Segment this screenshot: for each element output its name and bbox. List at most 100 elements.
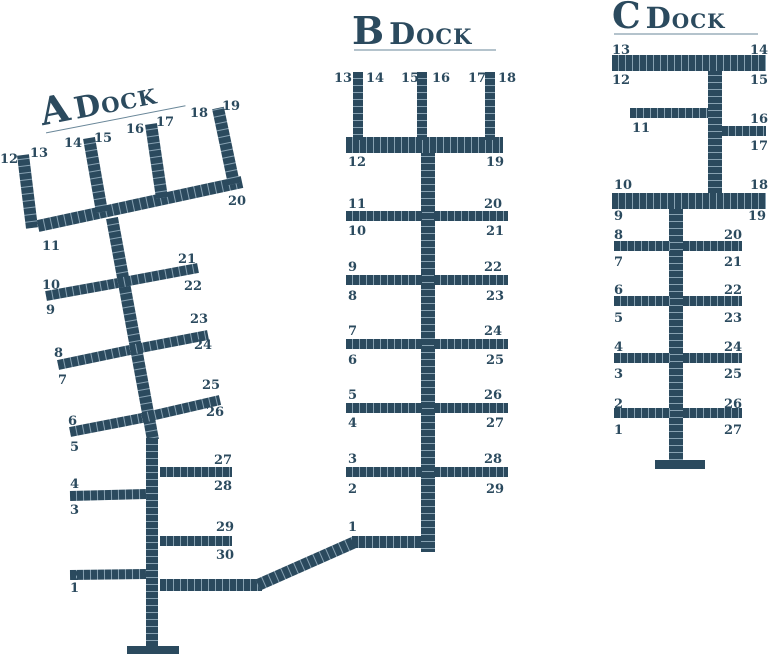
a-dock-finger	[69, 569, 147, 580]
a-dock-slip-label: 5	[70, 440, 79, 455]
c-dock-cross-walkway	[612, 193, 766, 209]
b-dock-slip-label: 16	[432, 71, 450, 86]
b-dock-slip-label: 4	[348, 416, 357, 431]
c-dock-finger	[614, 408, 670, 418]
a-dock-finger	[17, 154, 38, 229]
b-dock-slip-label: 27	[486, 416, 504, 431]
c-dock-finger	[683, 353, 742, 363]
c-dock-slip-label: 16	[750, 112, 768, 127]
a-dock-slip-label: 28	[214, 479, 232, 494]
a-dock-slip-label: 3	[70, 503, 79, 518]
b-dock-finger	[485, 72, 495, 140]
c-dock-slip-label: 26	[724, 397, 742, 412]
b-dock-slip-label: 17	[468, 71, 486, 86]
a-dock-main-walkway	[106, 216, 159, 442]
a-dock-finger	[212, 106, 240, 186]
a-dock-finger	[69, 489, 147, 501]
c-dock-slip-label: 12	[612, 73, 630, 88]
c-dock-slip-label: 4	[614, 340, 623, 355]
c-dock-slip-label: 19	[748, 209, 766, 224]
a-dock-slip-label: 21	[178, 252, 196, 267]
c-dock-slip-label: 5	[614, 311, 623, 326]
b-dock-slip-label: 2	[348, 482, 357, 497]
b-dock-slip-label: 18	[498, 71, 516, 86]
b-dock-slip-label: 7	[348, 324, 357, 339]
c-dock-slip-label: 17	[750, 139, 768, 154]
b-dock-slip-label: 20	[484, 197, 502, 212]
a-dock-finger	[160, 467, 232, 477]
b-dock-finger	[346, 211, 422, 221]
a-dock-main-walkway	[146, 438, 158, 648]
b-dock-slip-label: 3	[348, 452, 357, 467]
b-dock-finger	[434, 467, 508, 477]
a-dock-finger	[160, 536, 232, 546]
c-dock-upper-walkway	[708, 62, 722, 194]
c-dock-slip-label: 24	[724, 340, 742, 355]
b-dock-slip-label: 13	[334, 71, 352, 86]
b-dock-slip-label: 14	[366, 71, 384, 86]
c-dock-slip-label: 15	[750, 73, 768, 88]
b-dock-finger	[346, 403, 422, 413]
b-dock-finger	[353, 72, 363, 140]
c-dock-slip-label: 6	[614, 283, 623, 298]
b-dock-slip-label: 11	[348, 197, 366, 212]
a-dock-slip-label: 26	[206, 405, 224, 420]
c-dock-slip-label: 1	[614, 423, 623, 438]
b-dock-slip-label: 5	[348, 388, 357, 403]
b-dock-finger	[417, 72, 427, 140]
a-dock-finger	[129, 330, 209, 355]
c-dock-finger	[614, 241, 670, 251]
b-dock-connector-walkway	[255, 536, 358, 591]
a-dock-slip-label: 10	[42, 278, 60, 293]
b-dock-slip-label: 24	[484, 324, 502, 339]
b-dock-main-walkway	[421, 150, 435, 552]
c-dock-main-walkway	[669, 194, 683, 462]
c-dock-slip-label: 2	[614, 397, 623, 412]
c-dock-finger	[614, 296, 670, 306]
a-dock-slip-label: 24	[194, 338, 212, 353]
a-dock-slip-label: 14	[64, 136, 82, 151]
b-dock-finger	[434, 211, 508, 221]
a-dock-slip-label: 15	[94, 131, 112, 146]
a-dock-slip-label: 16	[126, 122, 144, 137]
a-dock-slip-label: 25	[202, 378, 220, 393]
c-dock-finger	[683, 241, 742, 251]
c-dock-slip-label: 21	[724, 255, 742, 270]
c-dock-slip-label: 9	[614, 209, 623, 224]
c-dock-finger	[683, 296, 742, 306]
b-dock-finger	[346, 339, 422, 349]
a-dock-slip-label: 9	[46, 303, 55, 318]
b-dock-slip-label: 21	[486, 224, 504, 239]
b-dock-slip-label: 29	[486, 482, 504, 497]
b-dock-slip-label: 25	[486, 353, 504, 368]
b-dock-finger	[434, 275, 508, 285]
a-dock-slip-label: 23	[190, 312, 208, 327]
b-dock-slip-label: 9	[348, 260, 357, 275]
c-dock-slip-label: 10	[614, 178, 632, 193]
a-dock-slip-label: 8	[54, 346, 63, 361]
a-dock-slip-label: 30	[216, 548, 234, 563]
b-dock-connector-walkway	[352, 536, 428, 548]
c-dock-base	[655, 460, 705, 469]
b-dock-slip-label: 15	[401, 71, 419, 86]
a-dock-slip-label: 1	[70, 581, 79, 596]
b-dock-slip-label: 22	[484, 260, 502, 275]
b-dock-slip-label: 8	[348, 289, 357, 304]
c-dock-finger	[630, 108, 708, 118]
c-dock-slip-label: 11	[632, 121, 650, 136]
a-dock-slip-label: 17	[156, 115, 174, 130]
a-dock-finger	[69, 413, 143, 437]
c-dock-slip-label: 14	[750, 43, 768, 58]
a-dock-finger	[117, 263, 199, 288]
a-dock-slip-label: 20	[228, 194, 246, 209]
dock-structures	[17, 55, 766, 654]
a-dock-finger	[145, 123, 168, 199]
a-dock-slip-label: 22	[184, 279, 202, 294]
c-dock-slip-label: 25	[724, 367, 742, 382]
a-dock-title-big: A	[35, 84, 74, 134]
c-dock-slip-label: 22	[724, 283, 742, 298]
